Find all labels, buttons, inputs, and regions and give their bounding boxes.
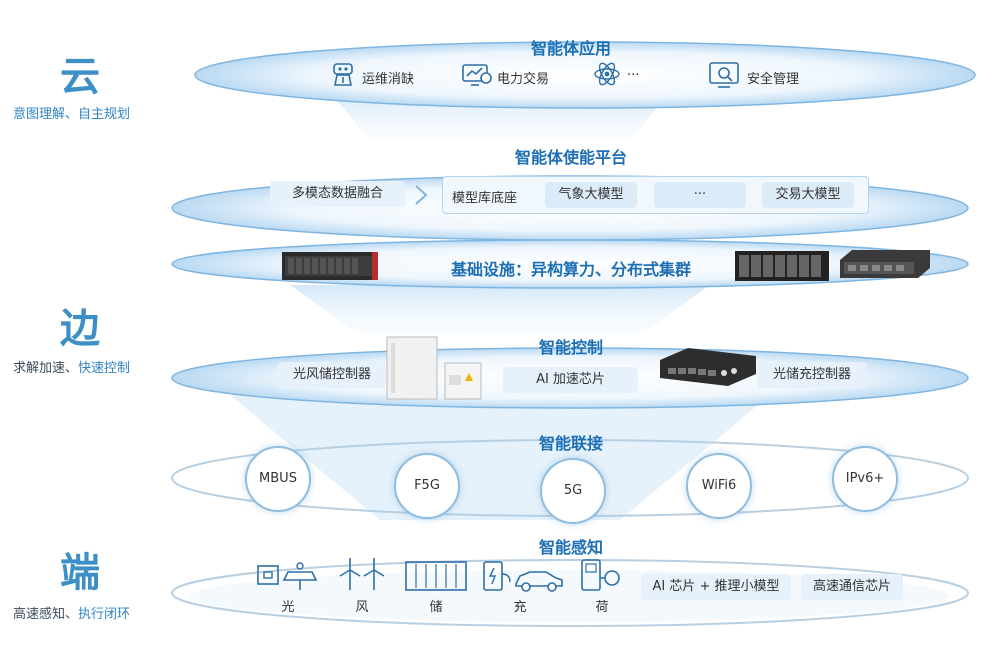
server-node-icon (840, 250, 930, 278)
chip-pill-ai: AI 芯片 + 推理小模型 (641, 574, 791, 600)
energy-storage-icon (405, 561, 467, 591)
maintenance-robot-icon (333, 63, 353, 86)
node-ipv6: IPv6+ (832, 446, 898, 512)
model-pill-weather: 气象大模型 (545, 182, 637, 208)
chevron-right-icon (415, 185, 428, 205)
infra-title: 基础设施：异构算力、分布式集群 (450, 260, 692, 279)
model-base-label: 模型库底座 (452, 191, 518, 206)
trading-monitor-icon (462, 64, 492, 86)
chip-pill-comm: 高速通信芯片 (801, 574, 903, 600)
side-device-title: 端 (60, 550, 100, 596)
apps-title: 智能体应用 (530, 39, 612, 58)
control-left-pill: 光风储控制器 (278, 362, 386, 388)
side-edge-title: 边 (60, 306, 100, 352)
ai-chip-pill: AI 加速芯片 (503, 367, 638, 393)
wind-turbine-icon (339, 558, 385, 590)
ev-charger-icon (483, 561, 563, 592)
side-cloud-subtitle: 意图理解、自主规划 (13, 107, 131, 122)
side-edge-subtitle-a: 求解加速、 (13, 361, 79, 376)
storage-array-icon (735, 251, 829, 281)
model-pill-trading: 交易大模型 (762, 182, 854, 208)
node-5g: 5G (540, 458, 606, 524)
side-device-subtitle-b: 执行闭环 (78, 607, 131, 622)
sense-label-storage: 储 (429, 600, 443, 615)
control-title: 智能控制 (538, 338, 604, 357)
sense-label-charging: 充 (513, 600, 527, 615)
model-pill-more: ··· (654, 182, 746, 208)
atom-icon (594, 62, 620, 86)
platform-title: 智能体使能平台 (514, 148, 628, 167)
sense-title: 智能感知 (538, 538, 604, 557)
sense-label-wind: 风 (355, 600, 369, 615)
node-wifi6: WiFi6 (686, 453, 752, 519)
app-label-more: ··· (627, 68, 640, 83)
side-edge-subtitle-b: 快速控制 (78, 361, 131, 376)
sense-label-solar: 光 (281, 600, 295, 615)
node-f5g: F5G (394, 453, 460, 519)
app-label-maintenance: 运维消缺 (362, 72, 415, 87)
side-cloud-title: 云 (60, 54, 100, 100)
sense-label-load: 荷 (595, 600, 609, 615)
side-device-subtitle-a: 高速感知、 (13, 607, 79, 622)
app-label-security: 安全管理 (747, 72, 800, 87)
solar-panel-icon (257, 562, 318, 590)
control-right-pill: 光储充控制器 (757, 362, 867, 388)
node-mbus: MBUS (245, 446, 311, 512)
storage-cabinet-icon (386, 336, 482, 400)
connect-title: 智能联接 (538, 434, 604, 453)
app-label-trading: 电力交易 (497, 72, 550, 87)
edge-controller-icon (660, 348, 756, 386)
load-meter-icon (581, 559, 620, 591)
security-monitor-icon (709, 62, 739, 88)
fusion-pill: 多模态数据融合 (270, 181, 405, 207)
side-device-subtitle: 高速感知、执行闭环 (13, 603, 130, 622)
side-edge-subtitle: 求解加速、快速控制 (13, 357, 130, 376)
server-rack-icon (282, 252, 378, 280)
